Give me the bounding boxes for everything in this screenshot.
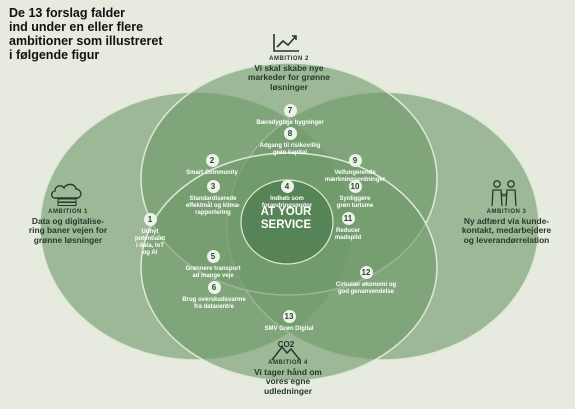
proposal-13: 13 SMV Grøn Digital <box>244 306 334 333</box>
proposal-11: 11 Reducer madspild <box>320 208 376 242</box>
ambition-2-line: Vi skal skabe nye <box>254 63 324 73</box>
proposal-label: grøn turisme <box>336 203 374 209</box>
proposal-label: Grønnere transport <box>185 266 241 272</box>
proposal-number: 8 <box>283 127 297 140</box>
heading-line: ind under en eller flere <box>9 20 144 34</box>
ambition-3-line: kontakt, medarbejdere <box>461 225 552 236</box>
proposal-6: 6 Brug overskudsvarme fra datacentre <box>166 277 262 311</box>
proposal-number: 9 <box>348 154 362 167</box>
proposal-10: 10 Synliggøre grøn turisme <box>320 176 390 210</box>
proposal-7: 7 Bæredygtige bygninger <box>240 100 340 127</box>
proposal-label: Indkøb som <box>270 196 304 202</box>
co2-label: CO2 <box>278 340 295 349</box>
proposal-number: 1 <box>143 213 157 226</box>
proposal-4: 4 Indkøb som forandringsmotor <box>250 176 324 210</box>
proposal-number: 6 <box>207 281 221 294</box>
ambition-2-tag: AMBITION 2 <box>269 56 309 62</box>
proposal-label: fra datacentre <box>194 304 234 310</box>
ambition-1-line: ring baner vejen for <box>28 225 108 236</box>
proposal-label: madspild <box>334 235 362 241</box>
proposal-label: Adgang til risikovillig <box>259 143 321 149</box>
heading-line: ambitioner som illustreret <box>9 34 163 48</box>
ambition-4-circle <box>140 152 438 382</box>
proposal-5: 5 Grønnere transport ad mange veje <box>170 246 256 280</box>
growth-chart-icon <box>273 34 299 52</box>
ambition-4-tag: AMBITION 4 <box>268 360 308 366</box>
people-icon <box>491 180 517 207</box>
ambition-4-label: AMBITION 4 Vi tager hånd om vores egne u… <box>230 360 346 396</box>
proposal-label: Synliggøre <box>339 196 371 202</box>
ambition-1-line: Data og digitalise- <box>31 216 105 226</box>
proposal-label: forandringsmotor <box>261 203 313 209</box>
ambition-2-line: løsninger <box>270 81 308 92</box>
center-label-line: SERVICE <box>260 218 312 231</box>
ambition-1-tag: AMBITION 1 <box>48 209 88 215</box>
page-heading: De 13 forslag falder ind under en eller … <box>9 6 209 62</box>
proposal-number: 3 <box>206 180 220 193</box>
ambition-2-label: AMBITION 2 Vi skal skabe nye markeder fo… <box>224 56 354 92</box>
proposal-2: 2 Smart Community <box>172 150 252 177</box>
proposal-number: 13 <box>282 310 296 323</box>
proposal-number: 12 <box>359 266 373 279</box>
ambition-1-label: AMBITION 1 Data og digitalise- ring bane… <box>20 209 116 245</box>
proposal-number: 2 <box>205 154 219 167</box>
proposal-3: 3 Standardiserede effektmål og klima- ra… <box>168 176 258 217</box>
co2-mountain-icon: CO2 <box>271 340 301 361</box>
ambition-3-line: og leverandørrelation <box>463 234 550 245</box>
proposal-label: Brug overskudsvarme <box>182 297 246 303</box>
cloud-server-icon <box>50 183 82 206</box>
proposal-label: Bæredygtige bygninger <box>256 120 324 126</box>
proposal-label: og AI <box>142 250 158 256</box>
center-label-line: AT YOUR <box>260 206 312 218</box>
ambition-1-line: grønne løsninger <box>33 234 103 245</box>
proposal-number: 4 <box>280 180 294 193</box>
proposal-label: Udnyt <box>141 229 159 235</box>
proposal-1: 1 Udnyt potentialet i data, IoT og AI <box>124 209 176 257</box>
ambition-3-line: Ny adfærd via kunde- <box>463 216 550 226</box>
proposal-label: SMV Grøn Digital <box>264 326 314 332</box>
proposal-number: 10 <box>348 180 362 193</box>
proposal-label: potentialet <box>134 236 166 242</box>
proposal-label: grøn kapital <box>272 150 307 156</box>
proposal-label: rapportering <box>195 210 231 216</box>
center-label: AT YOUR SERVICE <box>242 206 330 240</box>
ambition-4-line: udledninger <box>264 385 312 396</box>
proposal-number: 11 <box>341 212 355 225</box>
proposal-number: 5 <box>206 250 220 263</box>
proposal-label: ad mange veje <box>192 273 234 279</box>
proposal-label: Cirkulær økonomi og <box>335 282 397 288</box>
proposal-label: effektmål og klima- <box>185 203 241 209</box>
ambition-4-line: vores egne <box>265 376 311 387</box>
proposal-8: 8 Adgang til risikovillig grøn kapital <box>230 123 350 157</box>
proposal-label: Smart Community <box>186 170 238 176</box>
ambition-3-label: AMBITION 3 Ny adfærd via kunde- kontakt,… <box>444 209 569 245</box>
heading-line: De 13 forslag falder <box>9 6 126 20</box>
proposal-number: 7 <box>283 104 297 117</box>
proposal-label: Velfungerende <box>334 170 376 176</box>
proposal-label: i data, IoT <box>135 243 164 249</box>
ambition-4-line: Vi tager hånd om <box>254 367 322 377</box>
proposal-label: god genanvendelse <box>337 289 394 295</box>
ambition-2-line: markeder for grønne <box>248 72 330 83</box>
ambition-3-tag: AMBITION 3 <box>486 209 527 215</box>
proposal-label: Reducer <box>335 228 360 234</box>
proposal-label: Standardiserede <box>189 196 237 202</box>
proposal-12: 12 Cirkulær økonomi og god genanvendelse <box>318 262 414 296</box>
heading-line: i følgende figur <box>9 48 100 62</box>
